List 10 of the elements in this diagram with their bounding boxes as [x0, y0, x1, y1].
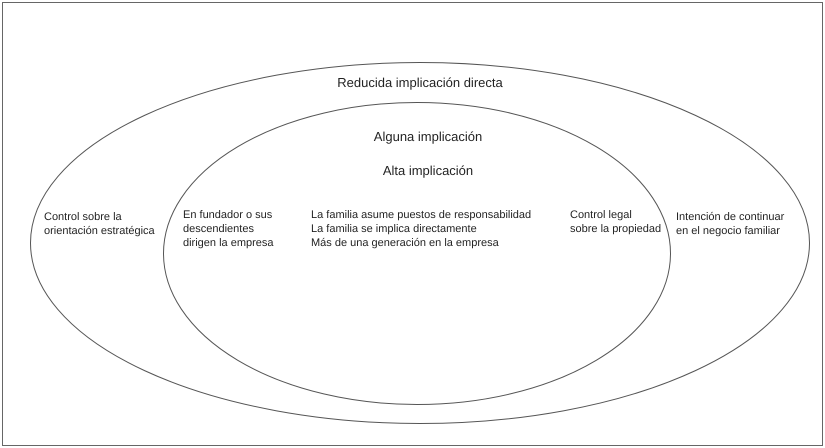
criterion-text: La familia asume puestos de responsabilidad [311, 208, 532, 222]
criterion-text: Más de una generación en la empresa [311, 236, 499, 250]
criterion-text: Control sobre la orientación estratégica [44, 210, 156, 238]
criterion-text: La familia se implica directamente [311, 222, 477, 236]
level-heading: Alguna implicación [372, 130, 484, 144]
criterion-text: Intención de continuar en el negocio familiar [676, 210, 786, 238]
level-heading: Reducida implicación directa [336, 76, 504, 90]
criterion-text: Control legal sobre la propiedad [570, 208, 662, 236]
level-heading: Alta implicación [382, 164, 474, 178]
criterion-text: En fundador o sus descendientes dirigen la empresa [183, 208, 274, 250]
